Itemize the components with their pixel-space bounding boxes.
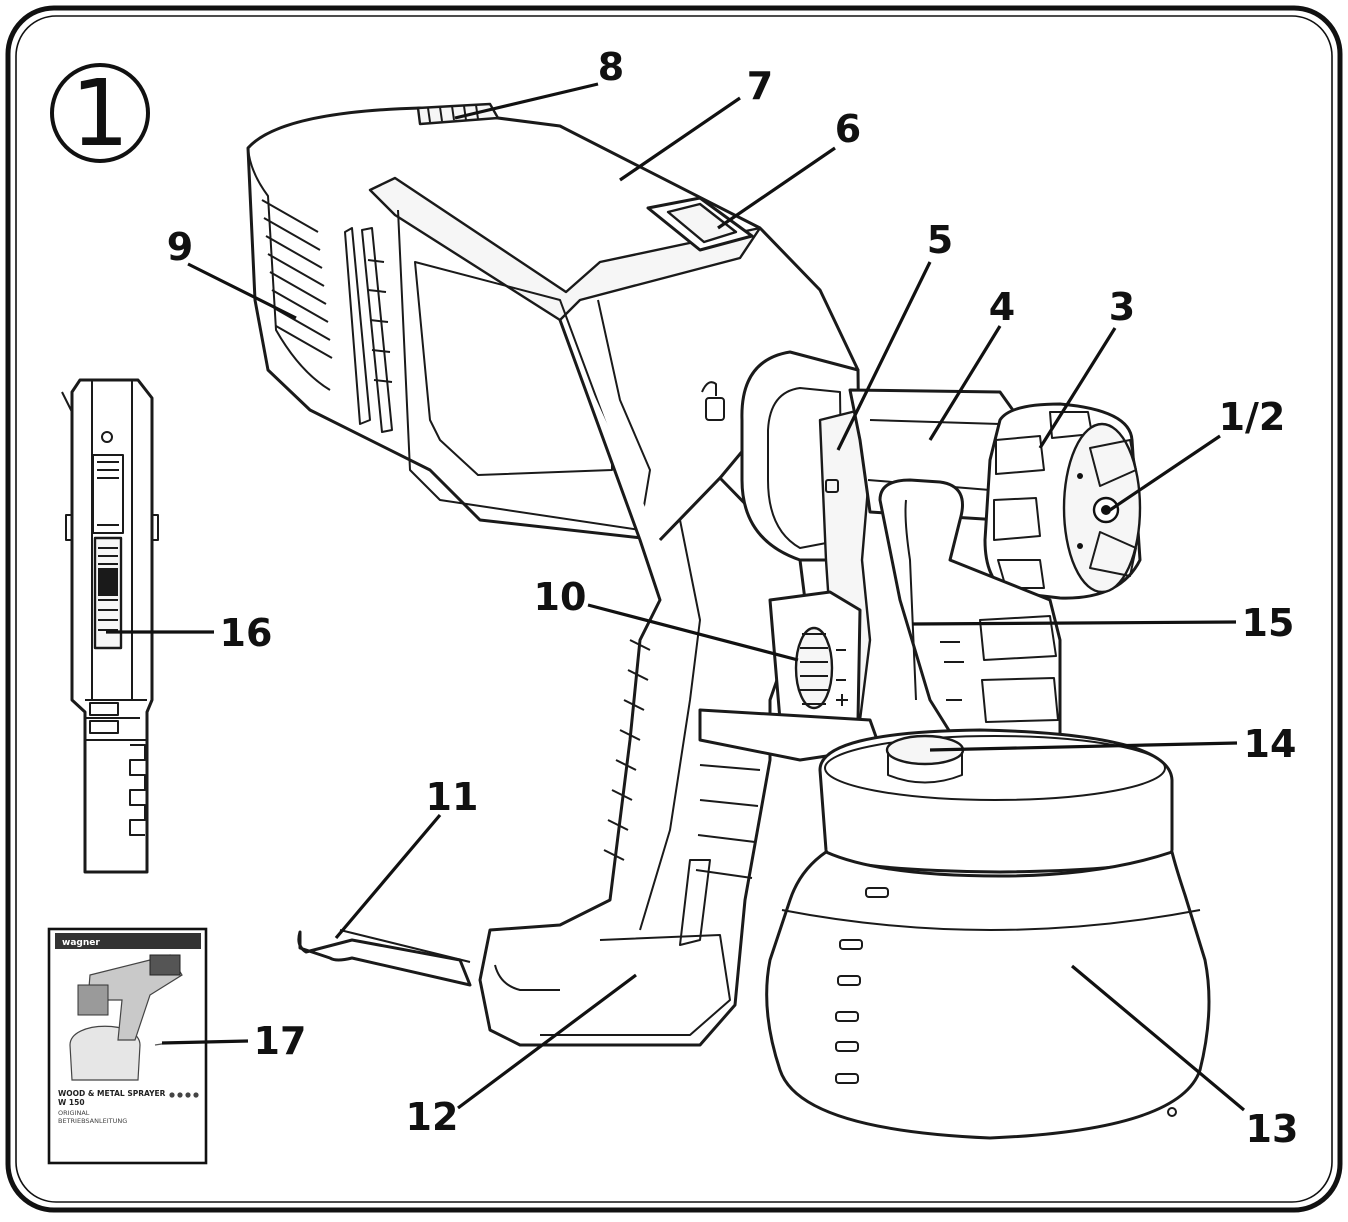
- callout-7: 7: [747, 64, 773, 108]
- callout-4: 4: [989, 285, 1015, 329]
- power-cable: [297, 930, 472, 987]
- callout-1-2: 1/2: [1219, 395, 1286, 439]
- callout-6: 6: [835, 107, 861, 151]
- manual-subtitle-1: ORIGINAL: [58, 1109, 90, 1117]
- nozzle-face: [1062, 422, 1142, 594]
- callout-14: 14: [1244, 722, 1297, 766]
- operating-manual: wagner WOOD & METAL SPRAYER W 150 ORIGIN…: [47, 927, 208, 1165]
- callout-labels: 1/2 3 4 5 6 7 8 9 10 11 12 13 14 15 16 1…: [167, 45, 1299, 1151]
- fill-level-marks: [835, 887, 889, 1084]
- callout-13: 13: [1246, 1107, 1299, 1151]
- callout-17: 17: [254, 1019, 307, 1063]
- container-lid: [818, 728, 1174, 874]
- manual-subtitle-2: BETRIEBSANLEITUNG: [58, 1117, 127, 1125]
- callout-8: 8: [598, 45, 624, 89]
- paint-container: [765, 850, 1211, 1140]
- inner-frame: [15, 15, 1333, 1203]
- manual-product-line: WOOD & METAL SPRAYER: [58, 1089, 166, 1098]
- leader-lines: [106, 82, 1246, 1112]
- callout-12: 12: [406, 1095, 459, 1139]
- manual-model: W 150: [58, 1098, 85, 1107]
- callout-16: 16: [220, 611, 273, 655]
- callout-3: 3: [1109, 285, 1135, 329]
- manual-brand: wagner: [62, 938, 100, 948]
- side-view-motor-unit: [61, 378, 159, 874]
- figure-number: 1: [71, 60, 130, 167]
- figure-number-circle: [50, 63, 150, 163]
- callout-11: 11: [426, 775, 479, 819]
- callout-5: 5: [927, 218, 953, 262]
- outer-frame: [5, 5, 1343, 1213]
- callout-10: 10: [534, 575, 587, 619]
- on-off-switch: [646, 196, 754, 252]
- callout-9: 9: [167, 225, 193, 269]
- callout-15: 15: [1242, 601, 1295, 645]
- spray-gun: [246, 102, 1211, 1140]
- speed-dial-top: [416, 102, 500, 126]
- air-vents: [261, 199, 393, 433]
